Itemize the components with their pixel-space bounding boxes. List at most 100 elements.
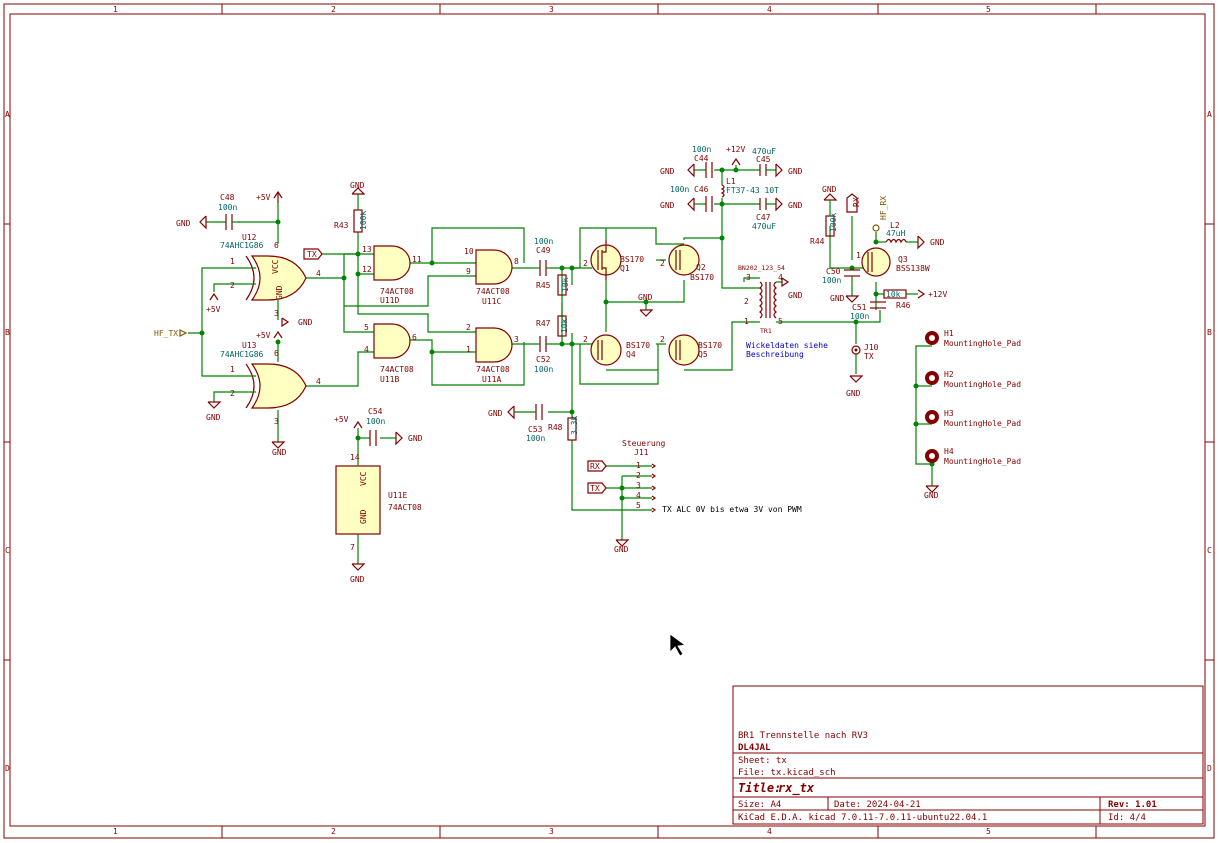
svg-text:74AHC1G86: 74AHC1G86: [220, 241, 264, 250]
svg-text:74ACT08: 74ACT08: [476, 365, 510, 374]
svg-text:+5V: +5V: [256, 331, 271, 340]
svg-text:+5V: +5V: [206, 305, 221, 314]
svg-text:1: 1: [466, 345, 471, 354]
svg-text:2: 2: [660, 259, 665, 268]
svg-text:GND: GND: [488, 409, 503, 418]
svg-text:GND: GND: [930, 238, 945, 247]
svg-text:GND: GND: [660, 167, 675, 176]
svg-text:2: 2: [583, 259, 588, 268]
capacitor-c45: 470uF C45: [752, 147, 776, 176]
svg-text:GND: GND: [830, 294, 845, 303]
tb-id: Id: 4/4: [1108, 813, 1146, 823]
svg-text:3: 3: [636, 481, 641, 490]
svg-text:U11A: U11A: [482, 375, 501, 384]
svg-text:3: 3: [274, 309, 279, 318]
svg-text:2: 2: [230, 281, 235, 290]
gnd-symbol: GND: [924, 485, 940, 500]
gnd-symbol: GND: [281, 317, 313, 328]
svg-text:C46: C46: [694, 185, 709, 194]
tb-title-label: Title:: [738, 781, 781, 795]
svg-text:470uF: 470uF: [752, 222, 776, 231]
svg-text:R43: R43: [334, 221, 349, 230]
svg-text:2: 2: [230, 389, 235, 398]
svg-text:100n: 100n: [692, 145, 711, 154]
hierarchical-label-hf-tx: HF_TX: [154, 329, 188, 338]
svg-text:C49: C49: [536, 246, 551, 255]
svg-text:GND: GND: [660, 201, 675, 210]
svg-text:+5V: +5V: [334, 415, 349, 424]
svg-text:11: 11: [412, 255, 422, 264]
svg-text:R46: R46: [896, 301, 911, 310]
svg-text:3: 3: [514, 335, 519, 344]
frame-column-labels-bottom: 1 2 3 4 5: [113, 827, 991, 836]
capacitor-c47: C47 470uF: [752, 198, 776, 231]
svg-text:R48: R48: [548, 423, 563, 432]
capacitor-c50: C50 100n: [822, 267, 860, 286]
power-5v-symbol: +5V: [256, 190, 283, 203]
tb-sheet: Sheet: tx: [738, 756, 787, 766]
svg-text:3.3k: 3.3k: [570, 416, 579, 435]
svg-text:C51: C51: [852, 303, 867, 312]
mounting-hole-h4: H4 MountingHole_Pad: [925, 447, 1021, 466]
svg-text:GND: GND: [298, 318, 313, 327]
svg-text:C54: C54: [368, 407, 383, 416]
svg-text:4: 4: [778, 273, 783, 282]
svg-text:BSS138W: BSS138W: [896, 264, 930, 273]
frame-column-labels-top: 1 2 3 4 5: [113, 5, 991, 14]
svg-text:U13: U13: [242, 341, 257, 350]
row-label: A: [1207, 110, 1212, 119]
note-alc: TX ALC 0V bis etwa 3V von PWM: [662, 505, 802, 514]
col-label: 2: [331, 827, 336, 836]
tb-date: Date: 2024-04-21: [834, 800, 921, 810]
gnd-symbol: GND: [176, 215, 207, 230]
svg-text:5: 5: [636, 501, 641, 510]
row-label: B: [5, 328, 10, 337]
resistor-r46: 10k R46: [883, 289, 911, 310]
svg-text:Beschreibung: Beschreibung: [746, 350, 804, 359]
svg-text:Steuerung: Steuerung: [622, 439, 666, 448]
svg-text:6: 6: [412, 333, 417, 342]
gnd-symbol: GND: [917, 235, 945, 250]
resistor-r45: 10k R45: [536, 274, 570, 296]
tb-comment1: BR1 Trennstelle nach RV3: [738, 731, 868, 741]
mosfet-q4: 2 BS170 Q4: [583, 334, 650, 366]
svg-text:U11E: U11E: [388, 491, 407, 500]
svg-text:74AHC1G86: 74AHC1G86: [220, 350, 264, 359]
svg-text:3: 3: [274, 417, 279, 426]
gnd-symbol: GND: [830, 294, 860, 303]
svg-text:GND: GND: [275, 285, 284, 300]
tb-size: Size: A4: [738, 800, 781, 810]
svg-text:H1: H1: [944, 329, 954, 338]
capacitor-c54: C54 100n: [366, 407, 385, 446]
svg-text:J11: J11: [634, 448, 649, 457]
mosfet-q1: 2 BS170 Q1: [583, 240, 644, 280]
svg-text:1: 1: [230, 365, 235, 374]
svg-text:H2: H2: [944, 370, 954, 379]
gnd-symbol: GND: [271, 441, 287, 457]
svg-text:100n: 100n: [850, 312, 869, 321]
mounting-hole-h3: H3 MountingHole_Pad: [925, 409, 1021, 428]
svg-text:GND: GND: [350, 181, 365, 190]
svg-text:VCC: VCC: [271, 259, 280, 274]
svg-text:RX: RX: [590, 462, 600, 471]
svg-text:14: 14: [350, 453, 360, 462]
svg-text:TR1: TR1: [760, 327, 772, 335]
svg-text:9: 9: [466, 267, 471, 276]
svg-text:6: 6: [274, 241, 279, 250]
svg-text:2: 2: [636, 471, 641, 480]
svg-text:MountingHole_Pad: MountingHole_Pad: [944, 419, 1021, 428]
mounting-hole-h2: H2 MountingHole_Pad: [925, 370, 1021, 389]
svg-text:2: 2: [583, 335, 588, 344]
svg-text:100k: 100k: [829, 213, 838, 232]
power-12v-symbol: +12V: [917, 289, 947, 299]
svg-text:12: 12: [362, 265, 372, 274]
svg-text:C45: C45: [756, 155, 771, 164]
tb-rev: Rev: 1.01: [1108, 800, 1157, 810]
svg-text:GND: GND: [788, 201, 803, 210]
svg-text:C50: C50: [826, 267, 841, 276]
gnd-symbol: GND: [660, 197, 695, 212]
svg-text:5: 5: [778, 317, 783, 326]
transformer-tr1: 3 2 1 4 5 BN202_123_54 TR1: [738, 264, 785, 335]
svg-text:BS170: BS170: [620, 255, 644, 264]
svg-text:H4: H4: [944, 447, 954, 456]
